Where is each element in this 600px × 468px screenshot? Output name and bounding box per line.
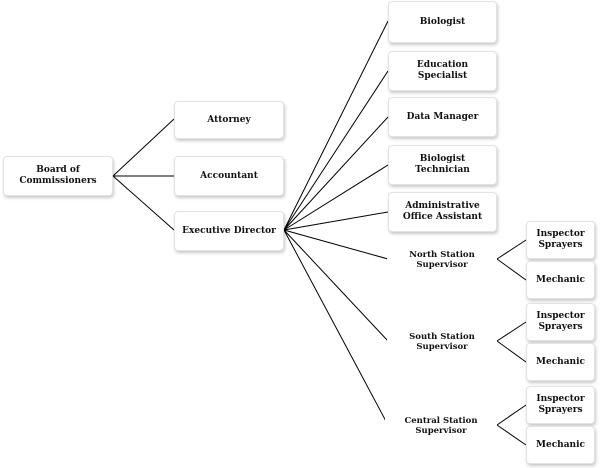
connector-south-mechanic <box>496 340 527 363</box>
connector-exec-central <box>283 229 389 426</box>
node-attorney: Attorney <box>174 101 284 139</box>
node-data-manager: Data Manager <box>388 97 497 137</box>
connector-north-inspector <box>496 239 527 260</box>
node-label: North Station Supervisor <box>409 249 475 270</box>
node-south-station-supervisor: South Station Supervisor <box>387 331 497 352</box>
connector-central-inspector <box>496 404 527 426</box>
node-executive-director: Executive Director <box>174 211 284 251</box>
connector-board-attorney <box>112 118 175 177</box>
node-label: Attorney <box>207 114 251 125</box>
node-label: Mechanic <box>536 356 585 367</box>
connector-south-inspector <box>496 321 527 342</box>
connector-exec-education <box>283 70 389 231</box>
connector-exec-data-manager <box>283 116 389 231</box>
node-label: Biologist Technician <box>415 154 470 175</box>
node-north-inspector-sprayers: Inspector Sprayers <box>526 221 595 259</box>
connector-north-mechanic <box>496 258 527 281</box>
node-board-of-commissioners: Board of Commissioners <box>3 156 113 196</box>
node-education-specialist: Education Specialist <box>388 51 497 91</box>
node-central-station-supervisor: Central Station Supervisor <box>385 415 497 436</box>
node-label: Education Specialist <box>416 60 469 81</box>
node-label: Executive Director <box>182 225 276 236</box>
node-north-mechanic: Mechanic <box>526 261 595 299</box>
node-biologist-technician: Biologist Technician <box>388 145 497 185</box>
node-label: Inspector Sprayers <box>536 394 585 415</box>
connector-exec-admin <box>283 211 389 231</box>
node-central-inspector-sprayers: Inspector Sprayers <box>526 386 595 424</box>
node-accountant: Accountant <box>174 156 284 196</box>
node-label: Accountant <box>200 170 258 181</box>
node-south-inspector-sprayers: Inspector Sprayers <box>526 303 595 341</box>
connector-exec-south <box>283 229 389 342</box>
node-label: Inspector Sprayers <box>536 311 585 332</box>
connector-exec-biologist <box>283 20 389 231</box>
node-label: Administrative Office Assistant <box>402 201 483 222</box>
node-label: Board of Commissioners <box>19 165 97 186</box>
node-label: Mechanic <box>536 274 585 285</box>
node-south-mechanic: Mechanic <box>526 343 595 381</box>
node-label: South Station Supervisor <box>409 331 475 352</box>
node-label: Data Manager <box>406 111 479 122</box>
node-biologist: Biologist <box>388 1 497 43</box>
node-north-station-supervisor: North Station Supervisor <box>387 249 497 270</box>
node-label: Central Station Supervisor <box>404 415 478 436</box>
connector-exec-north <box>283 229 389 260</box>
node-label: Biologist <box>419 16 466 27</box>
connector-board-executive <box>112 175 175 231</box>
connector-central-mechanic <box>496 424 527 446</box>
node-administrative-office-assistant: Administrative Office Assistant <box>388 192 497 232</box>
node-label: Mechanic <box>536 439 585 450</box>
connector-exec-bio-tech <box>283 164 389 231</box>
node-label: Inspector Sprayers <box>536 229 585 250</box>
node-central-mechanic: Mechanic <box>526 426 595 464</box>
